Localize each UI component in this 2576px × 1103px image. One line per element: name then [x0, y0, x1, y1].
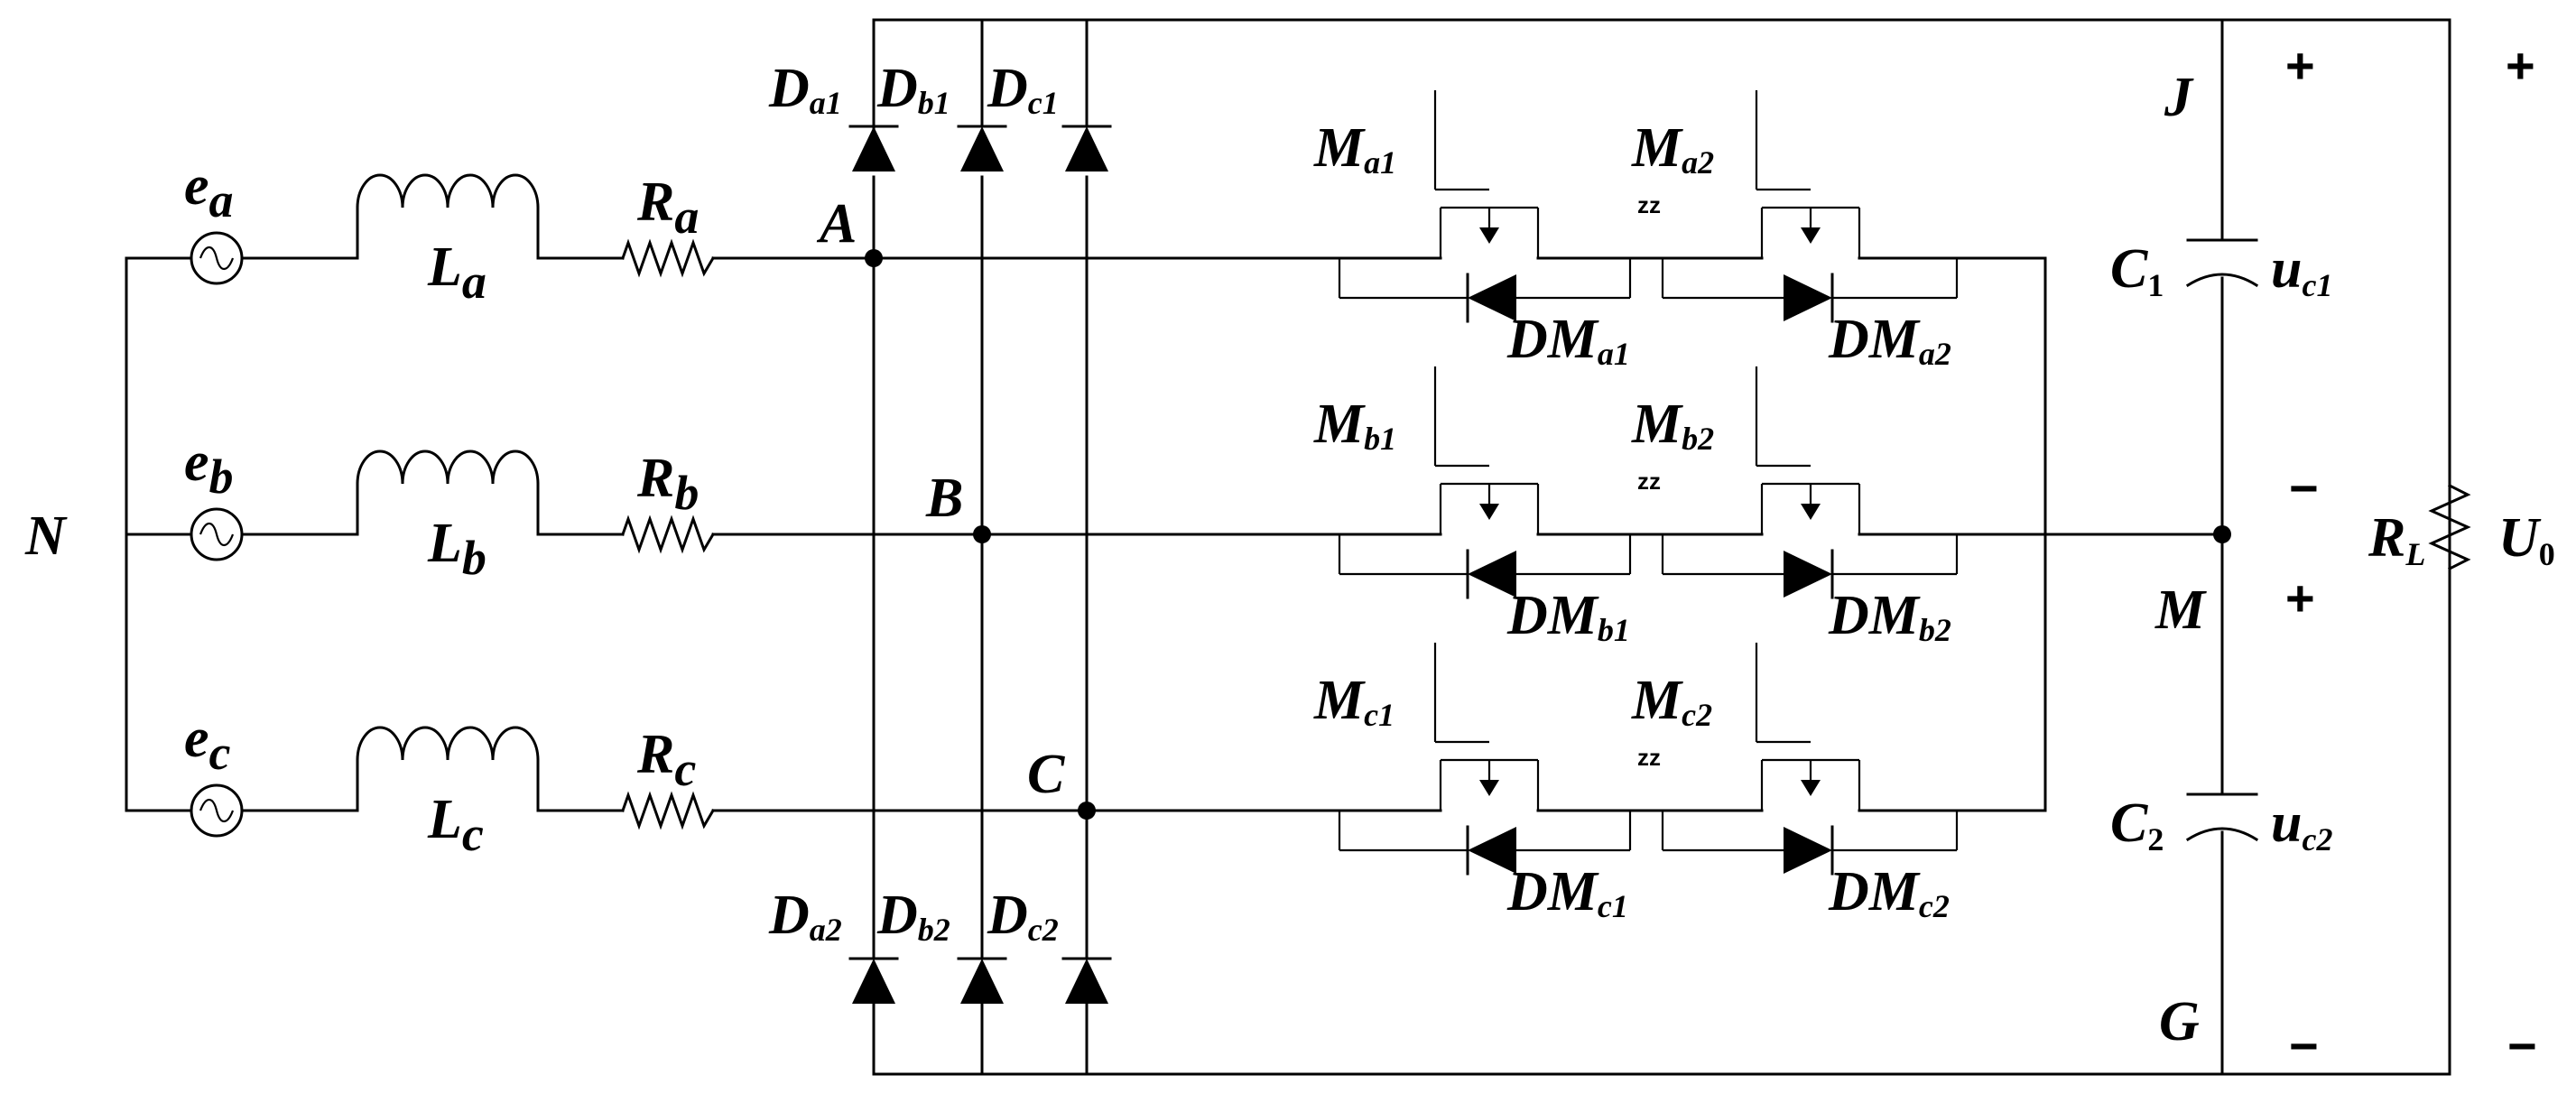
inductor-label-c: Lc — [427, 789, 484, 861]
body-diode-label-a2: DMa2 — [1828, 309, 1951, 372]
c2-plus-sign: + — [2285, 570, 2315, 626]
node-label-m: M — [2154, 579, 2207, 641]
resistor-label-b: Rb — [636, 448, 699, 520]
body-diode-c2 — [1784, 827, 1832, 874]
inductor-c — [356, 726, 540, 812]
mosfet-b1 — [1433, 366, 1540, 534]
node-label-g: G — [2159, 991, 2200, 1052]
node-label-c: C — [1027, 744, 1065, 805]
lower-diode-a — [848, 957, 899, 1004]
body-diode-b2 — [1784, 551, 1832, 598]
node-dot-c — [1078, 802, 1096, 820]
lower-diode-label-a: Da2 — [768, 885, 842, 948]
resistor-label-a: Ra — [636, 171, 699, 244]
upper-diode-c — [1061, 125, 1112, 171]
inductor-a — [356, 173, 540, 260]
mosfet-c2 — [1755, 643, 1861, 811]
c2-minus-sign: − — [2289, 1017, 2319, 1074]
node-label-a: A — [816, 193, 857, 255]
inductor-label-b: Lb — [427, 513, 486, 585]
switch-label-b2: Mb2 — [1631, 394, 1714, 457]
resistor-c — [621, 791, 716, 830]
resistor-a — [621, 238, 716, 278]
source-label-b: eb — [184, 431, 234, 504]
capacitor-c2-label: C2 — [2110, 792, 2164, 857]
upper-diode-label-c: Dc1 — [987, 58, 1059, 121]
upper-diode-label-a: Da1 — [768, 58, 842, 121]
output-minus-sign: − — [2507, 1017, 2537, 1074]
mosfet-a1 — [1433, 90, 1540, 258]
lower-diode-c — [1061, 957, 1112, 1004]
capacitor-c1 — [2185, 238, 2259, 288]
ac-source-b — [190, 507, 244, 561]
pair-mark-c: zz — [1637, 744, 1661, 771]
output-voltage-label: U0 — [2498, 507, 2555, 572]
node-dot-b — [973, 525, 991, 543]
load-resistor — [2428, 18, 2471, 1076]
body-diode-label-b1: DMb1 — [1506, 585, 1630, 648]
mosfet-a2 — [1755, 90, 1861, 258]
body-diode-label-b2: DMb2 — [1828, 585, 1951, 648]
body-diode-label-c1: DMc1 — [1506, 861, 1628, 924]
switch-label-b1: Mb1 — [1313, 394, 1396, 457]
source-label-c: ec — [184, 708, 231, 780]
node-label-j: J — [2164, 67, 2194, 128]
body-diode-label-c2: DMc2 — [1828, 861, 1950, 924]
c1-plus-sign: + — [2285, 37, 2315, 94]
upper-diode-a — [848, 125, 899, 171]
source-label-a: ea — [184, 155, 234, 227]
output-plus-sign: + — [2506, 37, 2535, 94]
mosfet-b2 — [1755, 366, 1861, 534]
capacitor-c2-voltage: uc2 — [2271, 792, 2332, 857]
ac-source-c — [190, 783, 244, 838]
upper-diode-b — [957, 125, 1007, 171]
switch-label-c2: Mc2 — [1631, 670, 1712, 733]
body-diode-a2 — [1784, 274, 1832, 321]
load-label: RL — [2368, 507, 2425, 572]
upper-diode-label-b: Db1 — [876, 58, 950, 121]
switch-label-a1: Ma1 — [1313, 117, 1396, 181]
node-label-b: B — [925, 468, 963, 529]
pair-mark-b: zz — [1637, 468, 1661, 495]
body-diode-a1 — [1468, 274, 1516, 321]
resistor-b — [621, 514, 716, 554]
lower-diode-label-b: Db2 — [876, 885, 950, 948]
ac-source-a — [190, 231, 244, 285]
inductor-b — [356, 450, 540, 536]
mosfet-c1 — [1433, 643, 1540, 811]
capacitor-c2 — [2185, 792, 2259, 842]
body-diode-label-a1: DMa1 — [1506, 309, 1630, 372]
node-dot-m — [2213, 525, 2231, 543]
node-dot-a — [865, 249, 883, 267]
resistor-label-c: Rc — [636, 724, 696, 796]
capacitor-c1-voltage: uc1 — [2271, 238, 2332, 303]
c1-minus-sign: − — [2289, 459, 2319, 516]
body-diode-b1 — [1468, 551, 1516, 598]
lower-diode-b — [957, 957, 1007, 1004]
body-diode-c1 — [1468, 827, 1516, 874]
lower-diode-label-c: Dc2 — [987, 885, 1059, 948]
capacitor-c1-label: C1 — [2110, 238, 2164, 303]
inductor-label-a: La — [427, 236, 486, 309]
switch-label-a2: Ma2 — [1631, 117, 1714, 181]
switch-label-c1: Mc1 — [1313, 670, 1395, 733]
pair-mark-a: zz — [1637, 191, 1661, 218]
neutral-label: N — [24, 505, 68, 567]
